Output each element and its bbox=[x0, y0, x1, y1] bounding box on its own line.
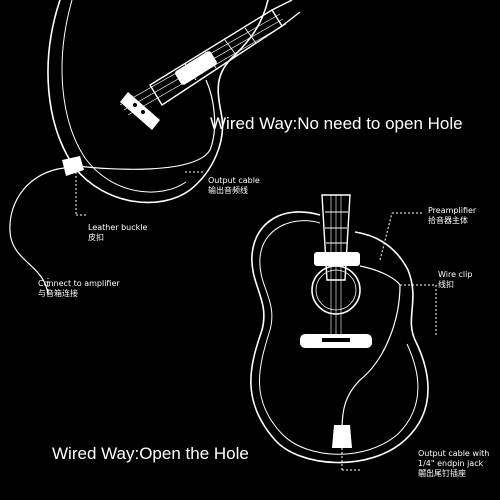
headline-no-hole: Wired Way:No need to open Hole bbox=[210, 114, 463, 133]
callout-connect-amplifier: Connect to amplifier 与音箱连接 bbox=[38, 279, 120, 298]
callout-wire-clip: Wire clip 线扣 bbox=[438, 270, 473, 289]
callout-preamplifier: Preamplifier 拾音器主体 bbox=[428, 206, 477, 225]
callout-output-jack: Output cable with 1/4" endpin jack 输出尾钉插… bbox=[418, 449, 490, 478]
bottom-guitar-neck bbox=[321, 194, 351, 281]
bottom-wire bbox=[341, 265, 401, 431]
headline-open-hole: Wired Way:Open the Hole bbox=[52, 444, 249, 463]
bottom-guitar-strings bbox=[330, 195, 342, 340]
bottom-pickup bbox=[314, 252, 360, 266]
top-pickup bbox=[175, 51, 217, 85]
bottom-guitar-illustration bbox=[250, 194, 429, 464]
endpin-jack bbox=[332, 425, 352, 448]
fret bbox=[224, 39, 237, 56]
amplifier-cable bbox=[9, 167, 65, 296]
top-guitar-bridge bbox=[120, 92, 160, 130]
bottom-guitar-body bbox=[250, 211, 429, 464]
top-guitar-headstock bbox=[271, 0, 301, 27]
fret bbox=[244, 27, 257, 44]
callout-output-cable: Output cable 输出音频线 bbox=[208, 176, 260, 195]
bottom-guitar-rim bbox=[258, 220, 419, 455]
top-guitar-body bbox=[47, 0, 269, 204]
leather-buckle bbox=[62, 156, 84, 176]
top-guitar-strings bbox=[119, 13, 287, 116]
top-output-cable bbox=[77, 79, 216, 170]
top-callout-lines bbox=[47, 171, 203, 295]
top-guitar-illustration bbox=[9, 0, 301, 296]
callout-leather-buckle: Leather buckle 皮扣 bbox=[88, 223, 148, 242]
top-guitar-rim bbox=[61, 0, 187, 193]
bottom-callout-lines bbox=[341, 212, 437, 471]
